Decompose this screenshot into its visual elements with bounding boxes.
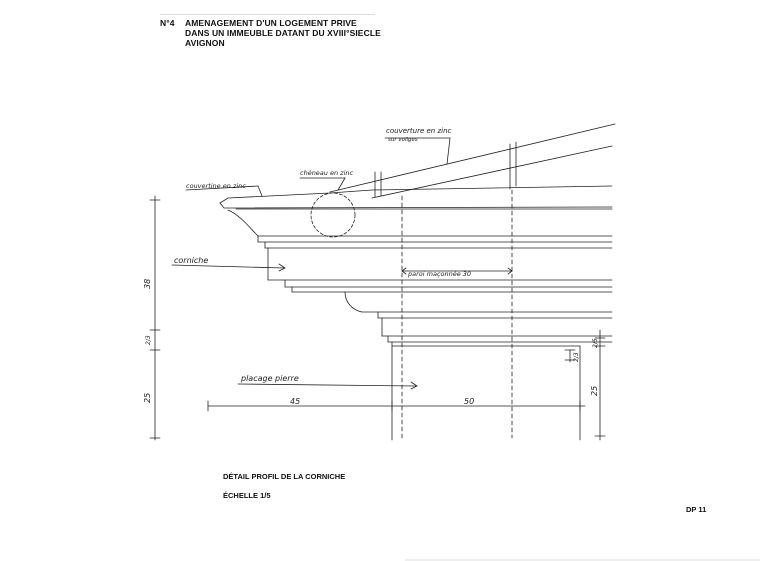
project-title: AMENAGEMENT D'UN LOGEMENT PRIVE DANS UN …	[185, 18, 381, 48]
placage-label: placage pierre	[240, 374, 299, 383]
chenal-leader	[299, 177, 346, 191]
project-number: N°4	[160, 18, 175, 28]
couverture-voliges-label: sur voliges	[388, 137, 418, 143]
roof-line-upper	[329, 123, 616, 193]
paroi-arrow-right	[507, 267, 513, 275]
project-title-line-2: DANS UN IMMEUBLE DATANT DU XVIII°SIECLE	[185, 28, 381, 38]
dim-25-right: 25	[590, 386, 599, 396]
couvertine-underline	[185, 185, 259, 191]
dim-38: 38	[143, 279, 152, 289]
dim-2-5-right: 2/5	[592, 338, 599, 348]
corniche-label: corniche	[174, 256, 208, 265]
dim-2-3-mid: 2/3	[573, 352, 580, 362]
project-title-line-3: AVIGNON	[185, 38, 225, 48]
paroi-label: paroi maçonnée 30	[407, 270, 471, 278]
paroi-arrow-left	[401, 267, 407, 275]
chenal-zinc-label: chéneau en zinc	[300, 169, 354, 177]
roof-line-lower	[371, 145, 613, 199]
placage-leader	[237, 383, 417, 387]
cyma-curve	[227, 209, 259, 237]
couvertine-leader	[257, 185, 263, 197]
cornice-quarter-round	[344, 291, 363, 313]
dim-45: 45	[290, 397, 300, 406]
dim-50: 50	[464, 397, 474, 406]
detail-circle	[310, 192, 356, 238]
drawing-title: DÉTAIL PROFIL DE LA CORNICHE	[223, 472, 346, 481]
corniche-leader	[171, 264, 285, 269]
corniche-arrowhead	[278, 263, 286, 272]
coping-bottom	[219, 202, 613, 209]
dim-25-left: 25	[143, 393, 152, 403]
placage-arrowhead	[410, 381, 418, 390]
header-rule	[160, 14, 375, 15]
couverture-zinc-label: couverture en zinc	[386, 127, 452, 135]
project-title-line-1: AMENAGEMENT D'UN LOGEMENT PRIVE	[185, 18, 357, 28]
dim-2-3-left: 2/3	[145, 335, 152, 345]
drawing-scale: ÉCHELLE 1/5	[223, 491, 271, 500]
couverture-leader	[384, 137, 451, 165]
drawing-reference: DP 11	[686, 505, 707, 514]
couvertine-zinc-label: couvertine en zinc	[186, 182, 246, 190]
